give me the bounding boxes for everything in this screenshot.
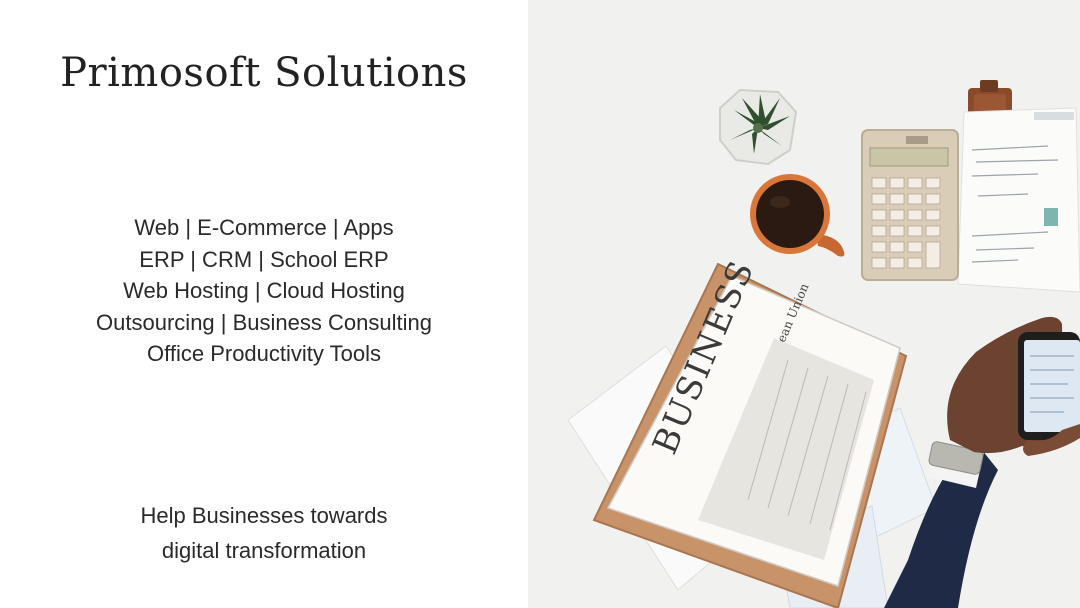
calculator (861, 129, 959, 281)
coffee-cup (750, 174, 845, 257)
tagline-line-2: digital transformation (161, 538, 367, 563)
desk-photo: BUSINESS Economy of the European Union (528, 0, 1080, 608)
notes-paper (957, 107, 1080, 293)
page-title: Primosoft Solutions (60, 50, 468, 96)
services-line-hosting: Web Hosting | Cloud Hosting (123, 278, 405, 303)
services-line-web: Web | E-Commerce | Apps (134, 215, 394, 240)
services-line-outsourcing: Outsourcing | Business Consulting (96, 309, 432, 335)
text-panel: Primosoft Solutions Web | E-Commerce | A… (0, 0, 528, 608)
desk-illustration: BUSINESS Economy of the European Union (528, 0, 1080, 608)
services-list: Web | E-Commerce | Apps ERP | CRM | Scho… (0, 212, 528, 370)
tagline-line-1: Help Businesses towards (140, 503, 388, 528)
plant-pot (719, 88, 798, 166)
services-line-office: Office Productivity Tools (147, 341, 381, 366)
hand-with-phone (884, 316, 1080, 608)
tagline: Help Businesses towards digital transfor… (0, 498, 528, 568)
newspaper: BUSINESS Economy of the European Union (606, 254, 901, 587)
services-line-erp: ERP | CRM | School ERP (139, 246, 389, 272)
